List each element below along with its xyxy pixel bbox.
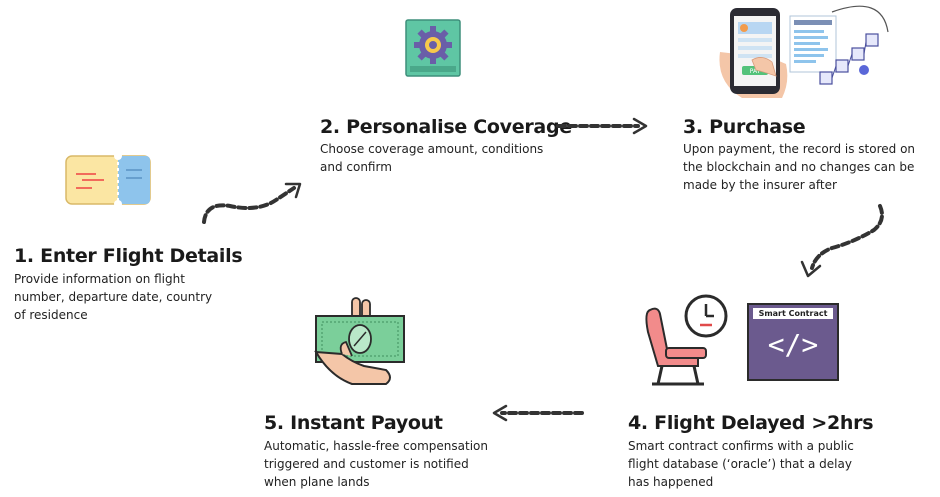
cash-hand-icon [314, 297, 405, 385]
step-1-line-2: number, departure date, country [14, 290, 213, 304]
ticket-icon [65, 152, 151, 208]
step-4-line-3: has happened [628, 475, 714, 489]
step-2-line-2: and confirm [320, 160, 392, 174]
step-2-title: 2. Personalise Coverage [320, 116, 572, 138]
smart-contract-label: Smart Contract [753, 308, 833, 319]
step-3-line-1: Upon payment, the record is stored on [683, 142, 916, 156]
step-4-line-1: Smart contract confirms with a public [628, 439, 854, 453]
seat-clock-icon [645, 294, 728, 386]
code-brackets-icon: </> [767, 328, 819, 361]
step-5-description: Automatic, hassle-free compensation trig… [264, 437, 524, 491]
arrow-step4-to-step5 [492, 404, 584, 422]
step-2-description: Choose coverage amount, conditions and c… [320, 140, 570, 176]
step-3-description: Upon payment, the record is stored on th… [683, 140, 933, 194]
phone-blockchain-icon: PAY [719, 5, 889, 98]
arrow-step3-to-step4 [800, 204, 884, 278]
pay-label: PAY [750, 68, 761, 75]
step-5-line-3: when plane lands [264, 475, 370, 489]
step-5-title: 5. Instant Payout [264, 412, 443, 434]
step-4-line-2: flight database (‘oracle’) that a delay [628, 457, 852, 471]
arrow-step2-to-step3 [556, 117, 648, 135]
gear-icon [405, 19, 461, 77]
step-4-title: 4. Flight Delayed >2hrs [628, 412, 874, 434]
arrow-step1-to-step2 [202, 182, 302, 224]
step-5-line-1: Automatic, hassle-free compensation [264, 439, 488, 453]
step-3-line-3: made by the insurer after [683, 178, 837, 192]
step-1-description: Provide information on flight number, de… [14, 270, 264, 324]
step-4-description: Smart contract confirms with a public fl… [628, 437, 888, 491]
step-3-line-2: the blockchain and no changes can be [683, 160, 915, 174]
smart-contract-window: Smart Contract </> [747, 303, 839, 381]
step-1-line-1: Provide information on flight [14, 272, 185, 286]
step-1-line-3: of residence [14, 308, 88, 322]
step-1-title: 1. Enter Flight Details [14, 245, 243, 267]
step-2-line-1: Choose coverage amount, conditions [320, 142, 544, 156]
step-3-title: 3. Purchase [683, 116, 806, 138]
step-5-line-2: triggered and customer is notified [264, 457, 469, 471]
